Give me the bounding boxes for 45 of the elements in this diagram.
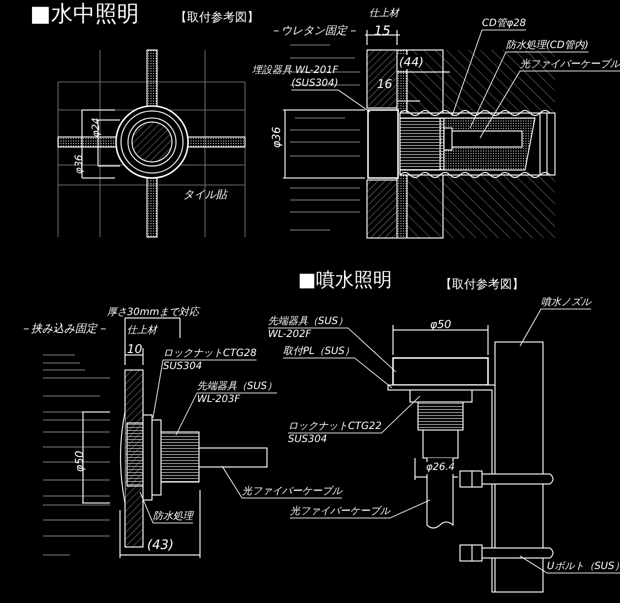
dimension-text: タイル貼 — [183, 188, 227, 201]
leader-line — [470, 52, 589, 128]
callout-text: ロックナットCTG28 SUS304 — [163, 347, 257, 373]
callout-text: 取付PL（SUS） — [283, 345, 355, 358]
dimension-text: －ウレタン固定－ — [270, 24, 358, 37]
leader-line — [268, 328, 396, 372]
dimension-text: 仕上材 — [369, 8, 399, 20]
callout-text: 埋設器具 WL-201F (SUS304) — [252, 64, 338, 90]
leader-line — [288, 396, 420, 434]
callout-text: ロックナットCTG22 SUS304 — [288, 420, 382, 446]
leader-line — [176, 392, 278, 436]
fixture-section-drawing — [367, 109, 556, 179]
leader-line — [140, 492, 194, 524]
leader-line — [152, 360, 257, 418]
dimension-text: (44) — [398, 55, 425, 69]
dimension-text: 10 — [127, 342, 142, 356]
leader-line — [291, 90, 370, 112]
dimension-text: 厚さ30mmまで対応 — [107, 307, 200, 319]
callout-text: 先端器具（SUS） WL-202F — [268, 315, 348, 341]
dimension-text: 仕上材 — [127, 325, 157, 337]
leader-line — [452, 30, 526, 116]
leader-line — [222, 466, 342, 498]
dimension-text: 16 — [377, 77, 392, 91]
leader-line — [290, 500, 430, 518]
callout-text: 噴水ノズル — [541, 296, 591, 309]
section-heading: 【取付参考図】 — [440, 277, 524, 291]
dimension-text: (43) — [147, 538, 174, 553]
leader-line — [282, 358, 392, 388]
callout-text: Uボルト（SUS） — [547, 560, 620, 573]
section-heading: ■噴水照明 — [298, 270, 392, 291]
dimension-text: －挟み込み固定－ — [20, 322, 108, 335]
callout-text: 光ファイバーケーブル — [242, 485, 342, 498]
dimension-text: φ50 — [430, 318, 452, 331]
section-heading: ■水中照明 — [30, 3, 139, 27]
callout-text: 光ファイバーケーブル — [290, 505, 390, 518]
section-heading: 【取付参考図】 — [175, 10, 259, 24]
callout-text: CD管φ28 — [482, 17, 526, 30]
leader-line — [480, 70, 620, 138]
callout-text: 防水処理 — [153, 510, 193, 523]
leader-line — [520, 308, 592, 346]
callout-text: 先端器具（SUS） WL-203F — [197, 380, 278, 406]
callout-text: 防水処理(CD管内) — [506, 39, 588, 52]
dimension-text: φ36 — [270, 126, 283, 148]
leader-line — [520, 556, 620, 574]
dimension-text: φ26.4 — [425, 462, 456, 474]
